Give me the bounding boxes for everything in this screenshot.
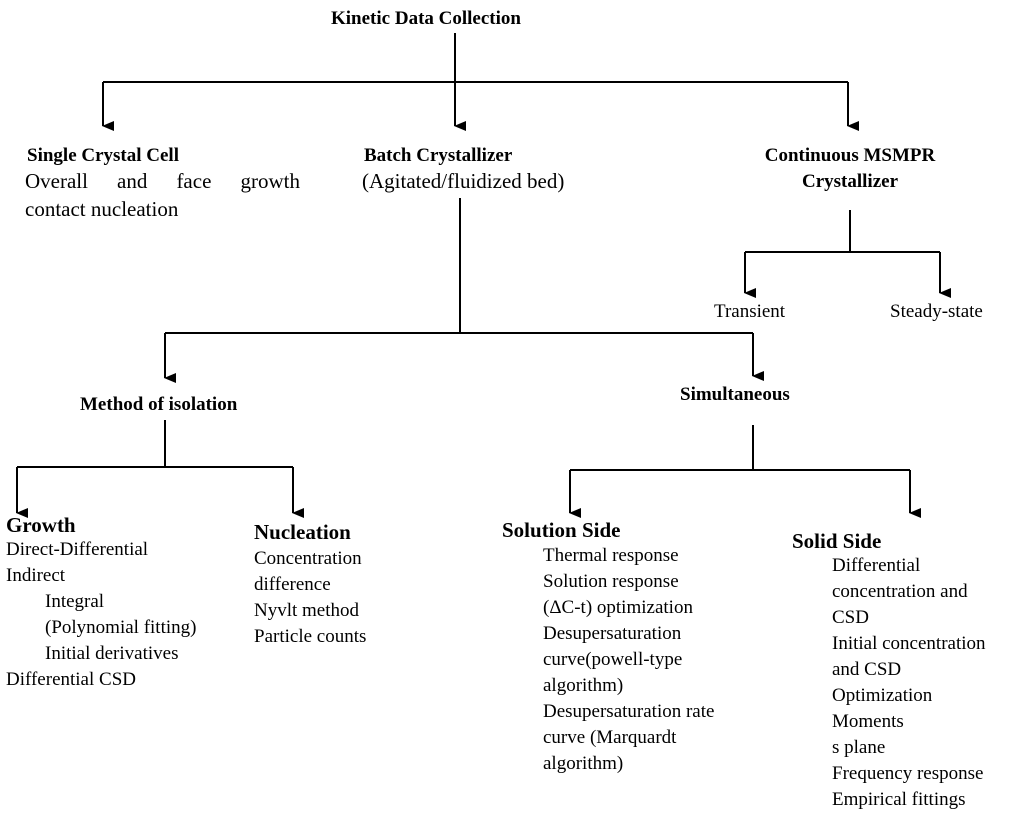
growth-polynomial: (Polynomial fitting) — [45, 617, 197, 638]
single-cell-word: and — [117, 169, 148, 193]
nucleation-list: Concentration difference Nyvlt method Pa… — [254, 546, 366, 650]
list-item: Frequency response — [832, 763, 984, 784]
solution-side-list: Thermal response Solution response (ΔC-t… — [543, 543, 714, 777]
root-title: Kinetic Data Collection — [331, 8, 521, 29]
list-item: Initial concentration — [832, 633, 986, 654]
list-item: Differential — [832, 555, 921, 576]
list-item: curve(powell-type — [543, 649, 683, 670]
list-item: Desupersaturation — [543, 623, 682, 644]
list-item: Solution response — [543, 571, 679, 592]
single-cell-line2: contact nucleation — [25, 197, 179, 221]
nucleation-title: Nucleation — [254, 520, 351, 544]
list-item: curve (Marquardt — [543, 727, 677, 748]
solution-side-title: Solution Side — [502, 518, 621, 542]
solid-side-title: Solid Side — [792, 529, 882, 553]
list-item: Desupersaturation rate — [543, 701, 715, 722]
list-item: Thermal response — [543, 545, 679, 566]
batch-subtitle: (Agitated/fluidized bed) — [362, 169, 565, 193]
list-item: algorithm) — [543, 675, 624, 696]
list-item: (ΔC-t) optimization — [543, 597, 693, 618]
list-item: Concentration — [254, 548, 362, 569]
list-item: concentration and — [832, 581, 968, 602]
growth-indirect: Indirect — [6, 565, 66, 586]
growth-direct: Direct-Differential — [6, 539, 149, 560]
simultaneous-title: Simultaneous — [680, 384, 790, 405]
growth-differential-csd: Differential CSD — [6, 669, 136, 690]
single-cell-word: Overall — [25, 169, 88, 193]
single-cell-word: growth — [240, 169, 300, 193]
list-item: difference — [254, 574, 331, 595]
msmpr-title-line1: Continuous MSMPR — [764, 145, 936, 166]
list-item: CSD — [832, 607, 869, 628]
transient-label: Transient — [714, 301, 786, 322]
single-cell-word: face — [176, 169, 212, 193]
single-cell-title: Single Crystal Cell — [27, 145, 179, 166]
list-item: Particle counts — [254, 626, 367, 647]
list-item: and CSD — [832, 659, 902, 680]
growth-integral: Integral — [45, 591, 105, 612]
growth-title: Growth — [6, 513, 76, 537]
msmpr-title-line2: Crystallizer — [801, 171, 898, 192]
growth-initial-derivatives: Initial derivatives — [45, 643, 179, 664]
list-item: algorithm) — [543, 753, 624, 774]
list-item: Moments — [832, 711, 904, 732]
list-item: Empirical fittings — [832, 789, 966, 810]
solid-side-list: Differential concentration and CSD Initi… — [832, 553, 986, 813]
isolation-title: Method of isolation — [80, 394, 238, 415]
list-item: Optimization — [832, 685, 933, 706]
single-cell-line1: Overall and face growth — [25, 167, 300, 195]
list-item: s plane — [832, 737, 886, 758]
list-item: Nyvlt method — [254, 600, 360, 621]
batch-title: Batch Crystallizer — [364, 145, 513, 166]
steady-state-label: Steady-state — [890, 301, 983, 322]
